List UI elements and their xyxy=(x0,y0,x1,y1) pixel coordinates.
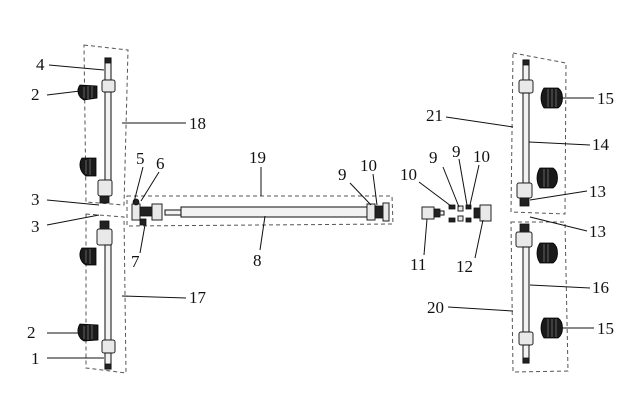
rear-flange xyxy=(382,202,390,222)
left-lower-half-shaft xyxy=(96,220,116,370)
callout-14: 14 xyxy=(592,135,610,154)
u-joint-yoke-11 xyxy=(421,206,445,220)
inner-spline xyxy=(99,195,110,204)
callout-13-lower: 13 xyxy=(589,222,606,241)
callout-13-upper: 13 xyxy=(589,182,606,201)
callout-16: 16 xyxy=(592,278,609,297)
group-16-outline xyxy=(510,221,569,373)
boot-upper-right xyxy=(540,87,563,109)
shaft-bar xyxy=(104,91,112,181)
yoke-pin xyxy=(439,210,445,216)
cross-bearing xyxy=(139,206,153,217)
r-inner-spline-lower xyxy=(519,223,530,233)
spline-tip xyxy=(104,57,112,64)
callout-20: 20 xyxy=(427,298,444,317)
r-outer-cv-lower xyxy=(518,331,534,346)
callout-3-upper: 3 xyxy=(31,190,40,209)
callout-17: 17 xyxy=(189,288,207,307)
callout-9-left: 9 xyxy=(429,148,438,167)
rear-yoke xyxy=(366,203,376,221)
group-18-outline xyxy=(83,44,129,206)
boot-mid-upper-right xyxy=(536,167,558,189)
boot-upper-left xyxy=(77,84,98,101)
yoke-right xyxy=(151,203,163,221)
r-outer-cv xyxy=(518,79,534,94)
r-shaft-bar xyxy=(522,92,530,184)
callout-15-upper: 15 xyxy=(597,89,614,108)
right-upper-half-shaft xyxy=(516,59,534,207)
propeller-shaft-tube xyxy=(180,206,368,218)
callout-9-right: 9 xyxy=(452,142,461,161)
shaft-bar-lower xyxy=(104,244,112,341)
boot-lower-right xyxy=(540,317,563,339)
yoke-body xyxy=(421,206,435,220)
r-inner-cv-lower xyxy=(515,231,533,248)
yoke-cross xyxy=(473,207,481,219)
callout-18: 18 xyxy=(189,114,206,133)
leader-lines xyxy=(46,64,594,359)
callout-labels: 4 2 18 3 3 17 2 1 5 6 7 19 8 9 10 10 9 9… xyxy=(27,55,614,368)
rear-u-joint xyxy=(366,202,390,222)
callout-3-lower: 3 xyxy=(31,217,40,236)
callout-8: 8 xyxy=(253,251,262,270)
callout-10-left: 10 xyxy=(400,165,417,184)
right-lower-half-shaft xyxy=(515,223,534,364)
callout-19: 19 xyxy=(249,148,266,167)
r-spline-tip xyxy=(522,59,530,66)
grease-fitting xyxy=(132,198,140,206)
bearing-caps xyxy=(448,204,472,223)
callout-2-lower: 2 xyxy=(27,323,36,342)
r-inner-spline xyxy=(519,197,530,207)
callout-1: 1 xyxy=(31,349,40,368)
spline-end xyxy=(164,209,182,216)
callout-9-center: 9 xyxy=(338,165,347,184)
outer-cv-joint xyxy=(101,79,116,93)
callout-6: 6 xyxy=(156,154,165,173)
callout-21: 21 xyxy=(426,106,443,125)
boot-mid-lower-right xyxy=(536,242,558,264)
boot-mid-lower-left xyxy=(79,247,97,266)
callout-5: 5 xyxy=(136,149,145,168)
r-inner-cv xyxy=(516,182,533,199)
boot-lower-left xyxy=(77,323,99,342)
callout-2-upper: 2 xyxy=(31,85,40,104)
front-u-joint xyxy=(131,198,163,226)
boot-mid-upper-left xyxy=(79,157,97,177)
callout-7: 7 xyxy=(131,252,140,271)
inner-cv-joint xyxy=(97,179,113,197)
callout-10-center: 10 xyxy=(360,156,377,175)
yoke-body-12 xyxy=(479,204,492,222)
callout-15-lower: 15 xyxy=(597,319,614,338)
r-shaft-bar-lower xyxy=(522,246,530,333)
group-14-outline xyxy=(510,52,567,215)
clip xyxy=(139,218,147,226)
callout-10-right: 10 xyxy=(473,147,490,166)
spline-tip-lower xyxy=(104,363,112,370)
outer-cv-joint-lower xyxy=(101,339,116,354)
callout-12: 12 xyxy=(456,257,473,276)
r-spline-tip-lower xyxy=(522,357,530,364)
inner-cv-joint-lower xyxy=(96,228,113,246)
yoke-ear xyxy=(433,208,441,218)
left-upper-half-shaft xyxy=(97,57,116,204)
u-joint-yoke-12 xyxy=(473,204,492,222)
yoke-left xyxy=(131,203,141,221)
group-19-outline xyxy=(126,195,394,227)
inner-spline-lower xyxy=(99,220,110,230)
callout-4: 4 xyxy=(36,55,45,74)
callout-11: 11 xyxy=(410,255,426,274)
